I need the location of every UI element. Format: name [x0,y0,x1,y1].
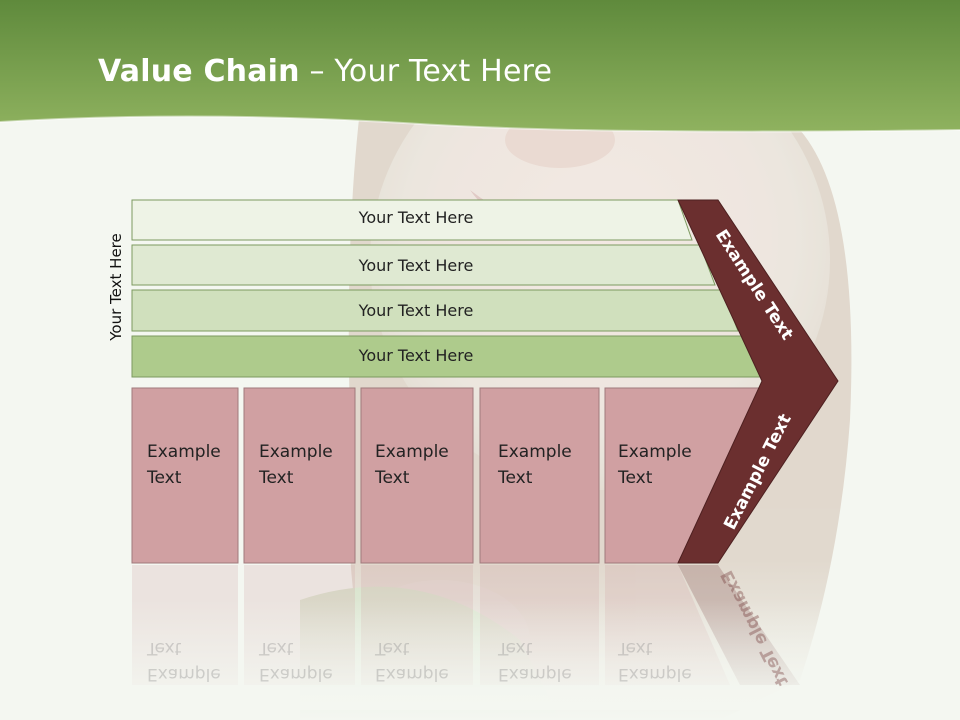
bar-1-shape [131,199,693,241]
box-4-line2: Text [498,468,533,488]
box-3-shape [360,387,474,564]
title-bold: Value Chain [98,54,300,89]
bar-3-shape [131,289,739,332]
chevron-shape [677,199,839,564]
box-3-reflection-line2: Text [375,638,410,658]
box-2-reflection: Example Text [259,635,333,687]
box-5-line1: Example [618,442,692,462]
box-2-reflection-line2: Text [259,638,294,658]
box-3-reflection: Example Text [375,635,449,687]
box-1-reflection-line2: Text [147,638,182,658]
box-1-shape [131,387,239,564]
box-4-shape [479,387,600,564]
box-3-line2: Text [375,468,410,488]
box-1-line1: Example [147,442,221,462]
bar-2-label: Your Text Here [358,256,474,275]
box-3-line1: Example [375,442,449,462]
bar-group [131,199,763,378]
bar-4-label: Your Text Here [358,346,474,365]
title-rest: – Your Text Here [299,54,553,89]
box-group [131,387,763,564]
box-5-reflection-line1: Example [618,664,692,684]
box-4-line1: Example [498,442,572,462]
side-label-text: Your Text Here [107,233,125,341]
box-1-reflection-line1: Example [147,664,221,684]
box-5-line2: Text [618,468,653,488]
slide-title: Value Chain – Your Text Here [98,54,552,89]
box-4-reflection: Example Text [498,635,572,687]
box-2-reflection-line1: Example [259,664,333,684]
box-1-reflection: Example Text [147,635,221,687]
box-1-line2: Text [147,468,182,488]
bar-3-label: Your Text Here [358,301,474,320]
box-5-reflection: Example Text [618,635,692,687]
header-band [0,0,960,132]
box-4-reflection-line1: Example [498,664,572,684]
box-5-reflection-line2: Text [618,638,653,658]
box-3-reflection-line1: Example [375,664,449,684]
box-2-line2: Text [259,468,294,488]
bar-2-shape [131,244,716,286]
box-4-reflection-line2: Text [498,638,533,658]
box-2-line1: Example [259,442,333,462]
bar-1-label: Your Text Here [358,208,474,227]
box-2-shape [243,387,356,564]
